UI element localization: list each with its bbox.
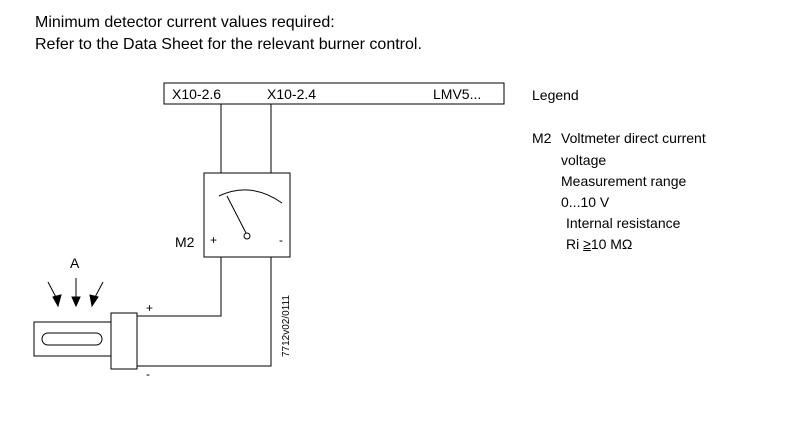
legend-item-code: M2: [532, 130, 552, 146]
legend-line-6-ge: ≥: [583, 236, 591, 252]
legend-line-6-value: 10 MΩ: [590, 236, 633, 252]
wire-minus-lower: [137, 257, 272, 367]
detector-window: [41, 332, 103, 346]
legend-title: Legend: [532, 87, 579, 103]
legend-line-5: Internal resistance: [566, 215, 681, 231]
wire-plus-lower: [137, 257, 222, 317]
header-line-2: Refer to the Data Sheet for the relevant…: [35, 36, 422, 53]
legend-line-2: voltage: [561, 152, 607, 168]
voltmeter-scale-arc: [218, 189, 283, 204]
voltmeter-box: [203, 172, 291, 258]
voltmeter-pivot: [243, 232, 251, 240]
legend-line-3: Measurement range: [561, 173, 687, 189]
voltmeter-minus: -: [279, 233, 283, 247]
detector-plus: +: [146, 301, 153, 315]
header-line-1: Minimum detector current values required…: [35, 14, 335, 31]
terminal-block: [163, 82, 505, 105]
voltmeter-plus: +: [210, 233, 217, 247]
terminal-device-lmv5: LMV5...: [433, 86, 481, 102]
voltmeter-needle: [226, 195, 247, 234]
terminal-x10-2-6: X10-2.6: [172, 86, 221, 102]
light-arrows-icon: [47, 278, 104, 308]
legend-line-1: Voltmeter direct current: [561, 130, 706, 146]
legend-line-4: 0...10 V: [561, 194, 610, 210]
legend-line-6-prefix: Ri: [566, 236, 584, 252]
detector-minus: -: [146, 367, 150, 381]
terminal-x10-2-4: X10-2.4: [267, 86, 316, 102]
detector-socket: [110, 312, 138, 370]
light-label: A: [70, 255, 80, 271]
legend-line-6: Ri ≥10 MΩ: [566, 236, 632, 252]
drawing-number: 7712v02/0111: [281, 295, 292, 357]
voltmeter-label: M2: [175, 234, 195, 250]
detector-body: [33, 321, 112, 357]
